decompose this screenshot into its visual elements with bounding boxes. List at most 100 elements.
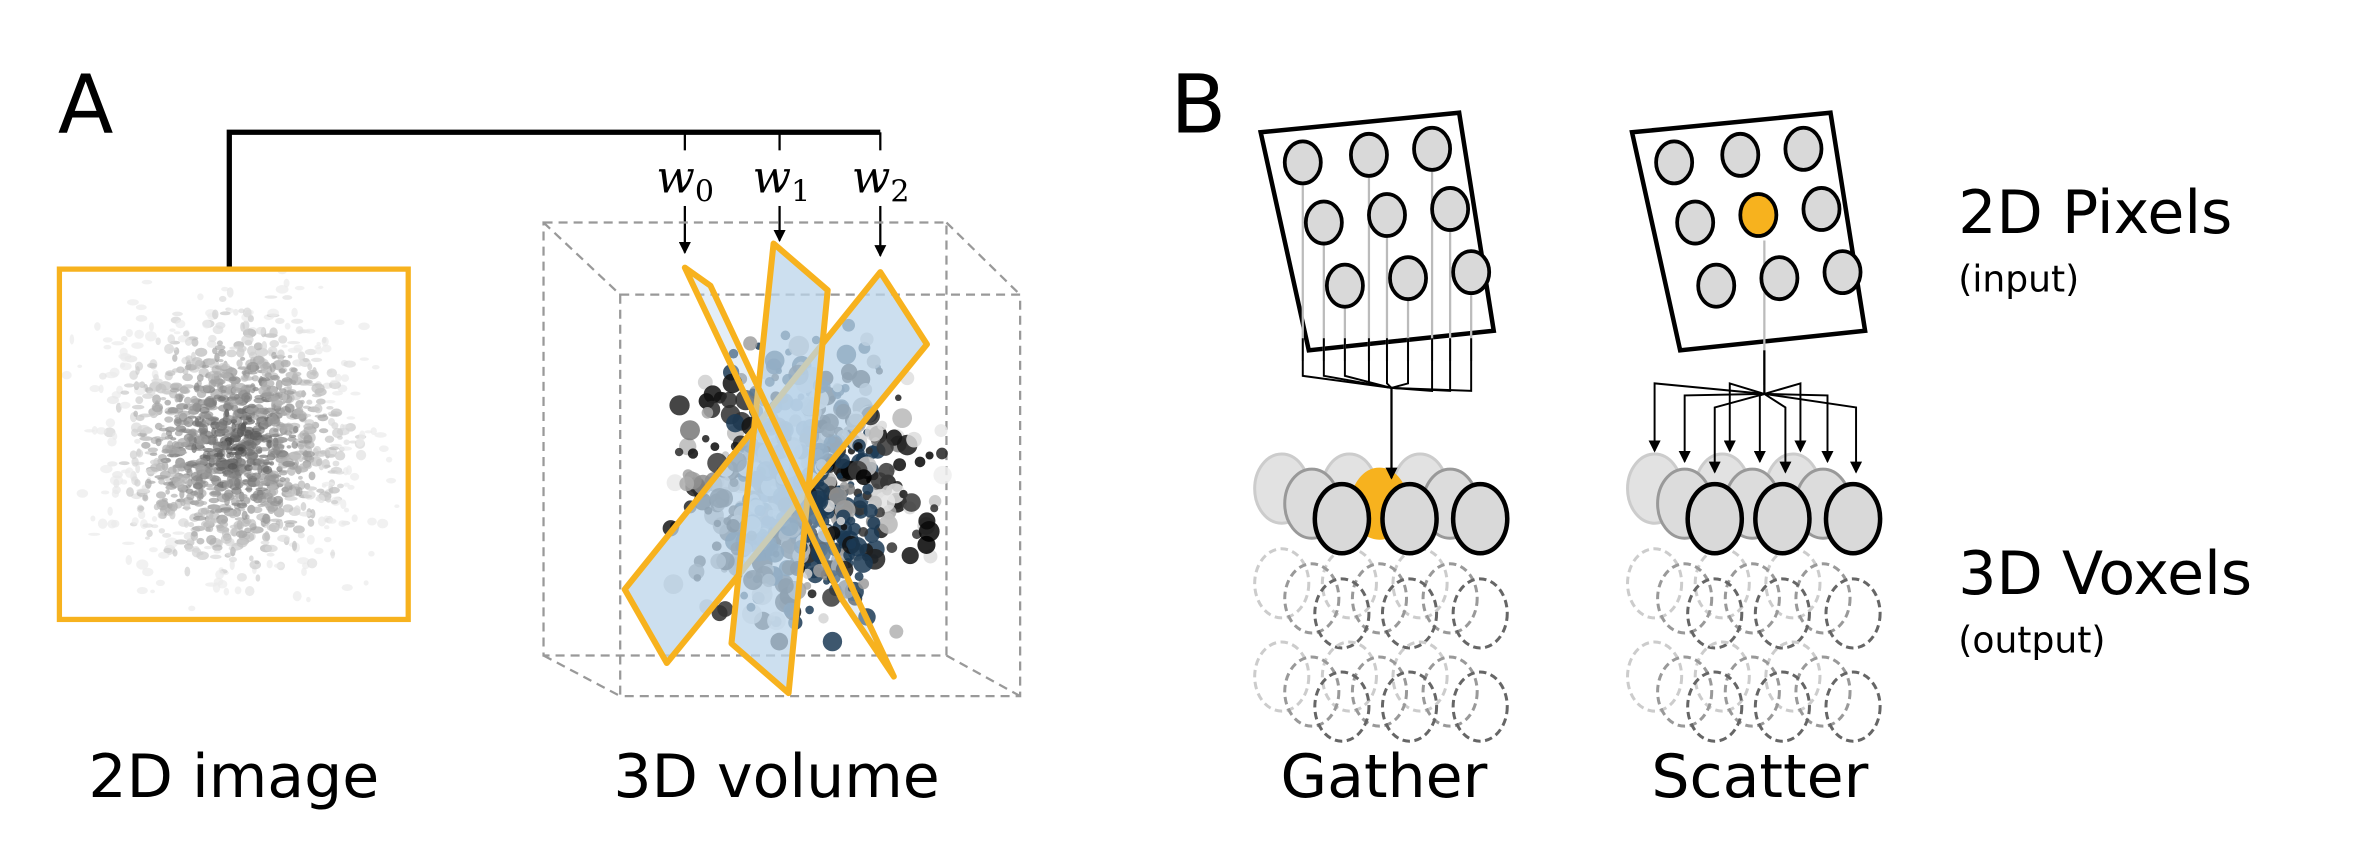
noise-speck <box>193 515 207 521</box>
noise-speck <box>228 556 238 563</box>
noise-speck <box>237 447 244 452</box>
noise-speck <box>177 437 190 447</box>
noise-speck <box>174 393 180 403</box>
noise-speck <box>162 533 172 538</box>
noise-speck <box>283 278 290 288</box>
noise-speck <box>212 544 223 552</box>
noise-speck <box>91 425 98 435</box>
noise-speck <box>285 522 295 528</box>
noise-speck <box>340 499 347 510</box>
density-blob <box>847 537 868 557</box>
noise-speck <box>272 437 279 448</box>
noise-speck <box>216 340 223 346</box>
density-blob <box>717 601 734 617</box>
density-blob <box>701 434 710 443</box>
density-blob <box>818 613 829 624</box>
noise-speck <box>148 322 154 332</box>
density-blob <box>743 336 758 351</box>
noise-speck <box>284 403 295 413</box>
noise-speck <box>184 480 196 486</box>
noise-speck <box>343 360 356 368</box>
noise-speck <box>166 440 174 450</box>
noise-speck <box>282 295 293 300</box>
noise-speck <box>269 362 276 373</box>
noise-speck <box>277 439 284 445</box>
noise-speck <box>155 337 161 346</box>
noise-speck <box>165 370 176 377</box>
noise-speck <box>277 534 290 543</box>
scatter-wire <box>1678 392 1765 464</box>
empty-voxel <box>1626 547 1684 620</box>
noise-speck <box>290 367 298 373</box>
noise-speck <box>305 486 318 491</box>
empty-voxel <box>1824 577 1882 650</box>
noise-speck <box>244 448 255 456</box>
noise-speck <box>214 508 223 514</box>
noise-speck <box>315 398 326 405</box>
noise-speck <box>214 441 223 447</box>
noise-speck <box>290 380 297 385</box>
noise-speck <box>347 484 355 490</box>
noise-speck <box>359 357 370 361</box>
empty-voxel <box>1391 640 1449 713</box>
gather-wire <box>1391 338 1410 389</box>
noise-speck <box>359 430 366 441</box>
noise-speck <box>278 368 286 374</box>
empty-voxel <box>1686 670 1744 743</box>
empty-voxel <box>1350 655 1409 728</box>
noise-speck <box>364 430 373 434</box>
scatter-wire <box>1753 392 1766 464</box>
empty-voxel <box>1451 577 1509 650</box>
noise-speck <box>273 563 284 569</box>
noise-speck <box>243 439 254 446</box>
gather-wire <box>1301 338 1392 389</box>
noise-speck <box>213 447 223 453</box>
noise-speck <box>227 468 241 473</box>
noise-speck <box>302 357 310 363</box>
noise-speck <box>208 379 217 389</box>
noise-speck <box>367 517 377 526</box>
noise-speck <box>291 483 300 490</box>
noise-speck <box>118 461 130 466</box>
density-blob <box>925 451 934 460</box>
noise-speck <box>219 526 230 533</box>
noise-speck <box>370 427 377 436</box>
noise-speck <box>233 308 239 316</box>
noise-speck <box>287 436 297 442</box>
noise-speck <box>152 394 161 405</box>
noise-speck <box>100 490 110 495</box>
empty-voxel <box>1350 562 1409 635</box>
noise-speck <box>311 393 322 398</box>
pixel <box>1759 255 1800 302</box>
noise-speck <box>323 536 332 543</box>
noise-speck <box>269 461 275 466</box>
noise-speck <box>150 589 155 594</box>
noise-speck <box>345 465 352 476</box>
noise-speck <box>236 530 248 538</box>
noise-speck <box>257 459 264 465</box>
noise-speck <box>287 384 293 391</box>
noise-speck <box>226 287 234 298</box>
noise-speck <box>131 428 139 437</box>
noise-speck <box>264 372 272 379</box>
noise-speck <box>280 411 288 416</box>
empty-voxel <box>1421 562 1479 635</box>
noise-speck <box>236 359 243 368</box>
noise-speck <box>167 334 176 344</box>
noise-speck <box>165 537 179 548</box>
noise-speck <box>167 472 179 478</box>
noise-speck <box>377 518 389 529</box>
noise-speck <box>131 404 145 410</box>
noise-speck <box>136 586 148 595</box>
density-blob <box>728 348 739 359</box>
noise-speck <box>158 381 172 391</box>
noise-speck <box>246 361 259 373</box>
empty-voxel <box>1693 640 1751 713</box>
noise-speck <box>257 494 267 504</box>
noise-speck <box>275 379 283 390</box>
pixel <box>1367 192 1407 238</box>
noise-speck <box>255 574 261 582</box>
noise-speck <box>202 319 211 329</box>
noise-speck <box>234 586 242 595</box>
density-blob <box>710 442 720 452</box>
